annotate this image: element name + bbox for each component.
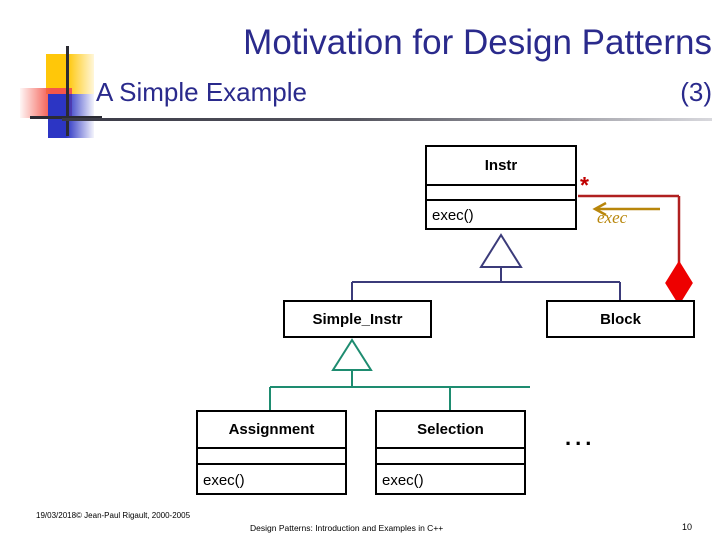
uml-class-instr-attributes	[427, 186, 575, 199]
footer-copyright: 19/03/2018© Jean-Paul Rigault, 2000-2005	[36, 511, 226, 521]
uml-class-instr-separator-2	[427, 199, 575, 201]
footer-page-number: 10	[681, 522, 692, 532]
uml-class-selection-attributes	[377, 449, 524, 463]
uml-class-assignment-attributes	[198, 449, 345, 463]
composition-block-instr	[578, 194, 681, 305]
slide-footer: 19/03/2018© Jean-Paul Rigault, 2000-2005…	[0, 508, 720, 540]
logo-vertical-rule-icon	[66, 46, 69, 136]
slide-subtitle: A Simple Example	[96, 77, 307, 107]
uml-class-block-name: Block	[600, 310, 641, 328]
footer-date: 19/03/2018	[36, 511, 77, 520]
more-classes-ellipsis: ...	[565, 425, 596, 450]
composition-diamond-icon	[665, 260, 693, 306]
generalization-simple-instr	[269, 338, 530, 410]
uml-class-assignment-operations: exec()	[203, 471, 245, 489]
uml-class-selection-operations: exec()	[382, 471, 424, 489]
uml-class-assignment-separator-1	[198, 447, 345, 449]
logo-horizontal-rule-icon	[30, 116, 102, 119]
slide-subtitle-number: (3)	[680, 77, 712, 107]
uml-class-selection-separator-2	[377, 463, 524, 465]
uml-class-instr-operations: exec()	[432, 207, 474, 224]
uml-class-assignment-separator-2	[198, 463, 345, 465]
uml-class-simple-instr[interactable]: Simple_Instr	[283, 300, 432, 338]
uml-class-instr-name: Instr	[484, 157, 518, 174]
uml-class-selection[interactable]: Selection exec()	[375, 410, 526, 495]
generalization-instr	[351, 233, 621, 300]
footer-course-title: Design Patterns: Introduction and Exampl…	[250, 523, 444, 533]
association-label-exec: exec	[597, 208, 628, 227]
logo-yellow-square	[46, 54, 94, 94]
multiplicity-star: *	[580, 172, 589, 198]
uml-class-instr-separator-1	[427, 184, 575, 186]
slide-title: Motivation for Design Patterns	[243, 23, 712, 62]
uml-class-simple-instr-name: Simple_Instr	[312, 310, 403, 328]
footer-copyright-text: © Jean-Paul Rigault, 2000-2005	[76, 511, 191, 520]
uml-class-selection-separator-1	[377, 447, 524, 449]
slide-logo	[18, 44, 110, 138]
slide-subtitle-row: A Simple Example (3)	[96, 76, 712, 110]
uml-class-selection-name: Selection	[417, 421, 484, 438]
uml-class-instr[interactable]: Instr exec()	[425, 145, 577, 230]
title-divider	[62, 118, 712, 121]
uml-class-block[interactable]: Block	[546, 300, 695, 338]
uml-class-assignment-name: Assignment	[228, 421, 315, 438]
uml-class-assignment[interactable]: Assignment exec()	[196, 410, 347, 495]
